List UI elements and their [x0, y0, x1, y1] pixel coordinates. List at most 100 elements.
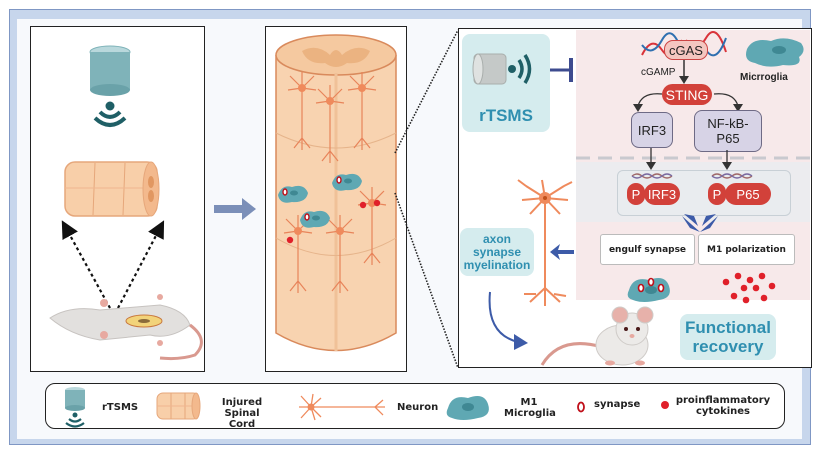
- sting-node: STING: [662, 84, 712, 105]
- p-irf3-phospho: P: [627, 183, 645, 205]
- rtsms-box: rTSMS: [462, 34, 550, 132]
- nfkb-p65-label: P65: [716, 131, 740, 146]
- neuron-icon: [315, 85, 345, 163]
- phospho-label: P: [712, 186, 722, 202]
- legend-synapse-icon: [577, 401, 585, 413]
- cytokine-dot: [740, 284, 748, 292]
- synapse-icon: [304, 213, 310, 221]
- cytokine-dot: [734, 272, 742, 280]
- microglia-nucleus: [344, 178, 352, 184]
- nfkb-label: NF-kB-: [707, 116, 749, 131]
- microglia-label: Micrroglia: [740, 72, 788, 83]
- neuron-soma: [294, 227, 302, 235]
- cgas-node: cGAS: [664, 40, 708, 60]
- cord-cells: [278, 72, 387, 293]
- m1-polarization-box: M1 polarization: [698, 234, 795, 265]
- functional-recovery-box: Functional recovery: [680, 314, 776, 360]
- rat-icon: [49, 294, 203, 361]
- arrow-sting-irf3: [633, 93, 663, 112]
- nuclear-membrane: [576, 156, 810, 160]
- functional-label: Functional: [685, 318, 771, 337]
- cgamp-label: cGAMP: [641, 67, 676, 78]
- legend-spinal-cord-icon: [156, 392, 201, 420]
- p-irf3-node: IRF3: [644, 183, 680, 205]
- cytokine-dot: [768, 282, 776, 290]
- progression-arrow: [214, 198, 256, 220]
- nfkb-node: NF-kB- P65: [694, 110, 762, 152]
- microglia-engulfing-icon: [627, 277, 670, 302]
- cytokine-dot: [730, 292, 738, 300]
- legend-spinal-cord-label: Injured Spinal Cord: [212, 397, 272, 430]
- arrow-sting-nfkb: [713, 93, 743, 112]
- outcome-box: axon synapse myelination: [460, 228, 534, 276]
- arrow-to-outcome: [550, 244, 574, 260]
- p-p65-node: P65: [725, 183, 771, 205]
- neuron-soma: [298, 84, 306, 92]
- cgas-label: cGAS: [669, 42, 703, 58]
- neuron-icon: [357, 187, 387, 265]
- zoom-guide-lines: [394, 29, 459, 369]
- irf3-label: IRF3: [637, 122, 667, 138]
- legend-microglia-label: M1 Microglia: [504, 397, 556, 419]
- microglia-nucleus: [312, 215, 320, 221]
- arrow-irf3-nucleus: [646, 148, 656, 170]
- cytokine-dot: [758, 272, 766, 280]
- legend-m1-text: M1: [520, 397, 538, 408]
- arrow-cgas-sting: [679, 60, 689, 84]
- microglia-icon: [746, 38, 804, 67]
- irf3-node: IRF3: [631, 112, 673, 148]
- legend-neuron-label: Neuron: [397, 402, 439, 413]
- legend-injured-text: Injured: [221, 397, 263, 408]
- cytokine-dot: [752, 284, 760, 292]
- engulf-label: engulf synapse: [608, 244, 687, 255]
- cytokine-dot: [722, 278, 730, 286]
- neuron-soma: [326, 97, 334, 105]
- cytokine-dot: [286, 236, 294, 244]
- legend-rtsms-label: rTSMS: [102, 402, 139, 413]
- legend-cytokine-label: proinflammatory cytokines: [675, 395, 771, 417]
- p-irf3-label: IRF3: [647, 186, 677, 202]
- dna-icon-left: [631, 173, 673, 179]
- cytokine-cluster: [722, 272, 776, 304]
- neuron-icon: [347, 72, 377, 150]
- neuron-soma: [358, 84, 366, 92]
- rtsms-label: rTSMS: [479, 106, 533, 125]
- legend-synapse-label: synapse: [594, 399, 641, 410]
- engulf-synapse-box: engulf synapse: [600, 234, 695, 265]
- rtsms-device-icon: [89, 45, 131, 127]
- synapse-label: synapse: [472, 244, 522, 259]
- neuron-soma: [368, 199, 376, 207]
- axon-label: axon: [482, 231, 511, 246]
- legend-microglia-icon: [446, 396, 489, 420]
- legend-rtsms-icon: [65, 387, 85, 428]
- legend-cytokine-icon: [661, 401, 669, 409]
- myelination-label: myelination: [463, 257, 531, 272]
- p-p65-label: P65: [736, 186, 760, 202]
- p-p65-phospho: P: [708, 183, 726, 205]
- cytokine-dot: [760, 294, 768, 302]
- m1-label: M1 polarization: [707, 244, 786, 255]
- legend-spinal-cord-text: Spinal Cord: [224, 408, 260, 430]
- synapse-icon: [282, 188, 288, 196]
- cytokine-dot: [742, 296, 750, 304]
- dna-icon-right: [711, 173, 753, 179]
- cytokine-dot: [359, 201, 367, 209]
- recovered-mouse-icon: [540, 306, 654, 366]
- spinal-cord-segment-icon: [64, 161, 160, 217]
- phospho-label: P: [631, 186, 641, 202]
- sting-label: STING: [665, 86, 709, 103]
- rtsms-coil-icon: [472, 53, 532, 85]
- legend-proinflammatory-text: proinflammatory: [675, 395, 771, 406]
- legend-microglia-text: Microglia: [504, 408, 556, 419]
- cytokine-dot: [373, 199, 381, 207]
- microglia-nucleus: [290, 190, 298, 196]
- synapse-icon: [336, 176, 342, 184]
- neuron-soma: [336, 227, 344, 235]
- spinal-cord-illustration: [275, 34, 397, 352]
- neuron-icon: [287, 72, 317, 150]
- arrow-nfkb-nucleus: [722, 150, 732, 170]
- inhibition-icon: [550, 58, 573, 82]
- neuron-illustration: [517, 179, 573, 306]
- legend-cytokines-text: cytokines: [695, 406, 751, 417]
- cytokine-dot: [746, 276, 754, 284]
